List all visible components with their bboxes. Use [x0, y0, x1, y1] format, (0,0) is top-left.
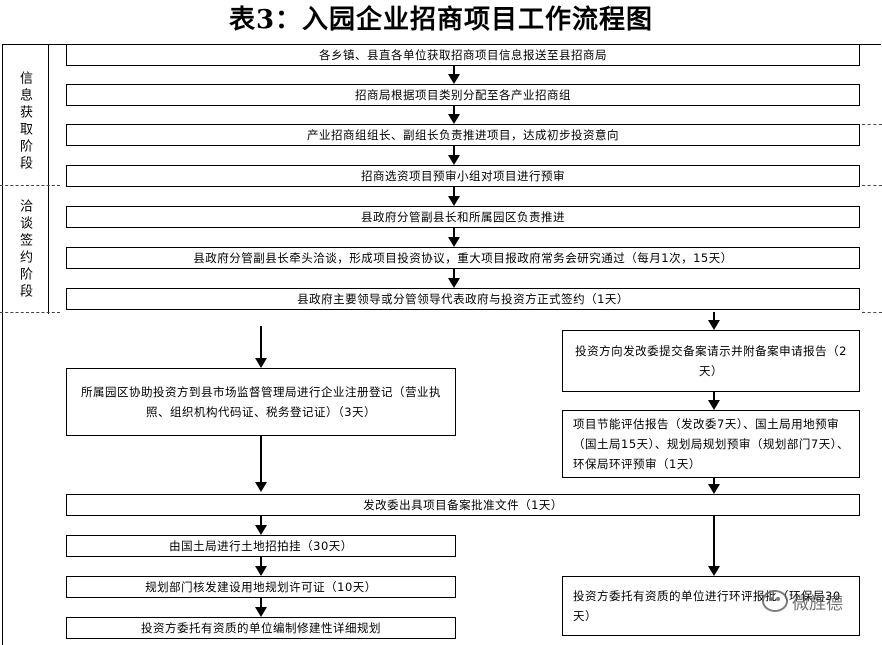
step-initial-intent: 产业招商组组长、副组长负责推进项目，达成初步投资意向 [66, 124, 860, 146]
step-assign-group: 招商局根据项目类别分配至各产业招商组 [66, 84, 860, 106]
step-county-promote: 县政府分管副县长和所属园区负责推进 [66, 206, 860, 228]
step-detailed-planning: 投资方委托有资质的单位编制修建性详细规划 [66, 617, 456, 639]
stage-separator-1 [0, 185, 60, 186]
page-title: 表3：入园企业招商项目工作流程图 [228, 5, 654, 35]
arrow-down [448, 66, 460, 84]
stage-label-info: 信息获取阶段 [17, 71, 32, 173]
step-collect-info: 各乡镇、县直各单位获取招商项目信息报送至县招商局 [66, 44, 860, 66]
arrow-down [448, 146, 460, 165]
watermark: 微旌德 [762, 588, 843, 614]
stage-label-negotiation: 洽谈签约阶段 [17, 199, 32, 301]
step-filing-request: 投资方向发改委提交备案请示并附备案申请报告（2天） [562, 330, 860, 392]
arrow-down [255, 516, 267, 535]
stage-separator-2 [0, 312, 60, 313]
step-sign-contract: 县政府主要领导或分管领导代表政府与投资方正式签约（1天） [66, 288, 860, 310]
stage-separator-right-3 [862, 312, 882, 313]
arrow-down [708, 516, 720, 576]
arrow-down [255, 326, 267, 368]
step-prereview-group: 招商选资项目预审小组对项目进行预审 [66, 165, 860, 187]
stage-column-divider [48, 44, 49, 314]
step-company-registration: 所属园区协助投资方到县市场监督管理局进行企业注册登记（营业执照、组织机构代码证、… [66, 368, 456, 436]
stage-separator-right-1 [862, 124, 882, 125]
arrow-down [708, 478, 720, 494]
step-prereview-reports: 项目节能评估报告（发改委7天）、国土局用地预审（国土局15天）、规划局规划预审（… [562, 410, 860, 478]
arrow-down [448, 228, 460, 247]
arrow-down [448, 187, 460, 206]
arrow-down [255, 598, 267, 617]
step-land-auction: 由国土局进行土地招拍挂（30天） [66, 535, 456, 557]
arrow-down [708, 392, 720, 410]
arrow-down [255, 557, 267, 576]
step-negotiation: 县政府分管副县长牵头洽谈，形成项目投资协议，重大项目报政府常务会研究通过（每月1… [66, 247, 860, 269]
stage-separator-right-2 [862, 185, 882, 186]
arrow-down [448, 106, 460, 124]
wechat-icon [762, 590, 788, 612]
step-land-permit: 规划部门核发建设用地规划许可证（10天） [66, 576, 456, 598]
step-approval-document: 发改委出具项目备案批准文件（1天） [66, 494, 860, 516]
arrow-down [255, 436, 267, 492]
arrow-down [448, 269, 460, 288]
watermark-text: 微旌德 [792, 593, 843, 614]
step-eia-approval: 投资方委托有资质的单位进行环评报批（环保局30天） [562, 576, 860, 636]
arrow-down [708, 312, 720, 330]
